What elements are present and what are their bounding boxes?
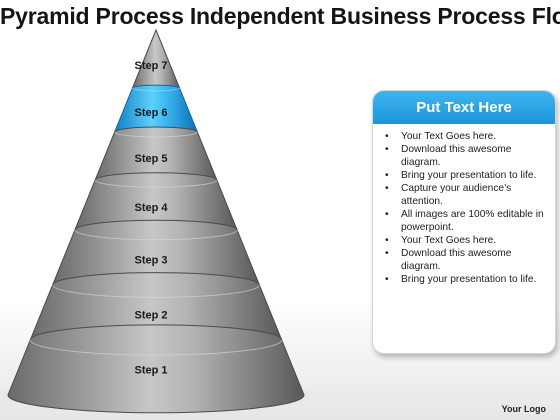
- pyramid-rim-step-2: [52, 284, 260, 298]
- list-item: Bring your presentation to life.: [385, 169, 555, 182]
- text-panel: Put Text Here Your Text Goes here. Downl…: [372, 90, 556, 354]
- panel-header: Put Text Here: [373, 91, 555, 124]
- pyramid-rim-step-5: [114, 131, 198, 138]
- list-item: Bring your presentation to life.: [385, 273, 555, 286]
- step-label-6: Step 6: [134, 107, 167, 119]
- step-label-7: Step 7: [134, 60, 167, 72]
- list-item: Capture your audience’s attention.: [385, 182, 555, 208]
- list-item: Your Text Goes here.: [385, 130, 555, 143]
- list-item: Your Text Goes here.: [385, 234, 555, 247]
- list-item: Download this awesome diagram.: [385, 247, 555, 273]
- step-label-5: Step 5: [134, 153, 167, 165]
- pyramid-rim-step-1: [29, 339, 283, 356]
- list-item: All images are 100% editable in powerpoi…: [385, 208, 555, 234]
- pyramid-segment-step-1: [7, 324, 305, 414]
- pyramid-diagram: Step 1 Step 2 Step 3 Step 4 Step 5 Step 6 Step…: [0, 28, 316, 414]
- panel-bullet-list: Your Text Goes here. Download this aweso…: [373, 130, 555, 286]
- pyramid-rim-step-6: [131, 87, 181, 92]
- page-title: Pyramid Process Independent Business Pro…: [0, 3, 560, 29]
- list-item: Download this awesome diagram.: [385, 143, 555, 169]
- pyramid-rim-step-3: [74, 229, 238, 241]
- step-label-2: Step 2: [134, 310, 167, 322]
- step-label-4: Step 4: [134, 202, 168, 214]
- step-label-3: Step 3: [134, 255, 167, 267]
- logo-text: Your Logo: [501, 404, 546, 414]
- step-label-1: Step 1: [134, 365, 167, 377]
- pyramid-rim-step-4: [94, 179, 218, 188]
